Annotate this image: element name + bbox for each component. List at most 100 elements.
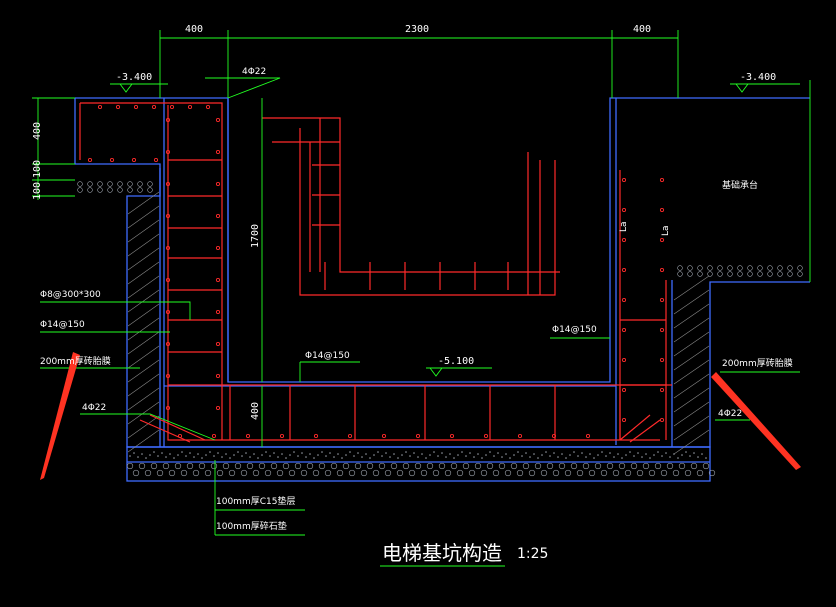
gravel-cell (228, 469, 236, 477)
cushion-dot (373, 454, 375, 456)
cushion-dot (257, 457, 259, 459)
cushion-dot (493, 455, 495, 457)
cushion-dot (485, 454, 487, 456)
cushion-dot (449, 453, 451, 455)
gravel-cell (552, 469, 560, 477)
gravel-cell (642, 462, 650, 470)
label-gravel: 100mm厚碎石垫 (216, 520, 287, 532)
gravel-cell (192, 469, 200, 477)
gravel-cell (342, 462, 350, 470)
gravel-cell (737, 265, 743, 271)
cushion-dot (173, 457, 175, 459)
cushion-dot (421, 453, 423, 455)
brick-hatch-line (127, 317, 160, 341)
gravel-cell (127, 181, 133, 187)
gravel-cell (702, 462, 710, 470)
gravel-cell (77, 187, 83, 193)
gravel-cell (288, 469, 296, 477)
gravel-cell (402, 462, 410, 470)
cushion-dot (513, 454, 515, 456)
gravel-cell (138, 462, 146, 470)
cushion-dot (233, 454, 235, 456)
gravel-cell (396, 469, 404, 477)
cushion-dot (661, 455, 663, 457)
cushion-dot (617, 453, 619, 455)
gravel-cell (516, 469, 524, 477)
brick-hatch-line (127, 219, 160, 243)
brick-hatch-line (127, 415, 160, 439)
gravel-cell (107, 187, 113, 193)
label-cushion: 100mm厚C15垫层 (216, 495, 295, 507)
gravel-cell (127, 187, 133, 193)
gravel-cell (708, 469, 716, 477)
cushion-dot (281, 453, 283, 455)
gravel-cell (747, 265, 753, 271)
cushion-dot (325, 455, 327, 457)
cushion-dot (629, 451, 631, 453)
cushion-dot (305, 456, 307, 458)
gravel-cell (480, 469, 488, 477)
gravel-cell (654, 462, 662, 470)
gravel-cell (462, 462, 470, 470)
cushion-dot (601, 451, 603, 453)
cushion-dot (433, 451, 435, 453)
cushion-dot (689, 455, 691, 457)
brick-formwork-left (127, 191, 160, 453)
rebar-dot (659, 177, 665, 183)
gravel-cell (282, 462, 290, 470)
brick-hatch-line (673, 275, 710, 301)
gravel-cell (696, 469, 704, 477)
gravel-cell (87, 181, 93, 187)
rebar-dot (87, 157, 93, 163)
gravel-cell (438, 462, 446, 470)
gravel-cell (156, 469, 164, 477)
cushion-dot (693, 452, 695, 454)
gravel-cell (378, 462, 386, 470)
cushion-dot (329, 452, 331, 454)
rebar-dot (205, 104, 211, 110)
cushion-dot (537, 457, 539, 459)
gravel-cell (468, 469, 476, 477)
cushion-dot (681, 454, 683, 456)
cushion-dot (653, 454, 655, 456)
rebar-dot (659, 327, 665, 333)
cushion-dot (185, 455, 187, 457)
cushion-dot (621, 457, 623, 459)
rebar-dot (279, 433, 285, 439)
gravel-cell (666, 462, 674, 470)
cushion-dot (161, 452, 163, 454)
rebar-dot (215, 245, 221, 251)
cushion-dot (417, 456, 419, 458)
cushion-dot (149, 454, 151, 456)
cushion-dot (177, 454, 179, 456)
brick-formwork-right (673, 275, 710, 455)
cushion-dot (565, 457, 567, 459)
cushion-dot (293, 451, 295, 453)
cushion-dot (241, 455, 243, 457)
gravel-cell (677, 271, 683, 277)
cushion-dot (225, 453, 227, 455)
cushion-dot (649, 457, 651, 459)
label-corner-bars-left: 4Φ22 (82, 403, 106, 413)
cushion-dot (313, 457, 315, 459)
cushion-dot (505, 453, 507, 455)
brick-hatch-line (673, 303, 710, 329)
gravel-cell (582, 462, 590, 470)
gravel-cell (444, 469, 452, 477)
cushion-dot (357, 452, 359, 454)
gravel-cell (204, 469, 212, 477)
rebar-dot (215, 309, 221, 315)
dim-top-height: 400 (32, 122, 43, 140)
brick-hatch-line (127, 429, 160, 453)
gravel-cell (234, 462, 242, 470)
gravel-cell (486, 462, 494, 470)
gravel-cell (510, 462, 518, 470)
gravel-cell (697, 265, 703, 271)
label-stirrup: Φ8@300*300 (40, 290, 101, 300)
cushion-dot (337, 453, 339, 455)
dim-right-wall: 400 (633, 24, 651, 35)
rebar-dot (659, 387, 665, 393)
cushion-dot (229, 457, 231, 459)
gravel-cell (777, 271, 783, 277)
cushion-dot (705, 457, 707, 459)
